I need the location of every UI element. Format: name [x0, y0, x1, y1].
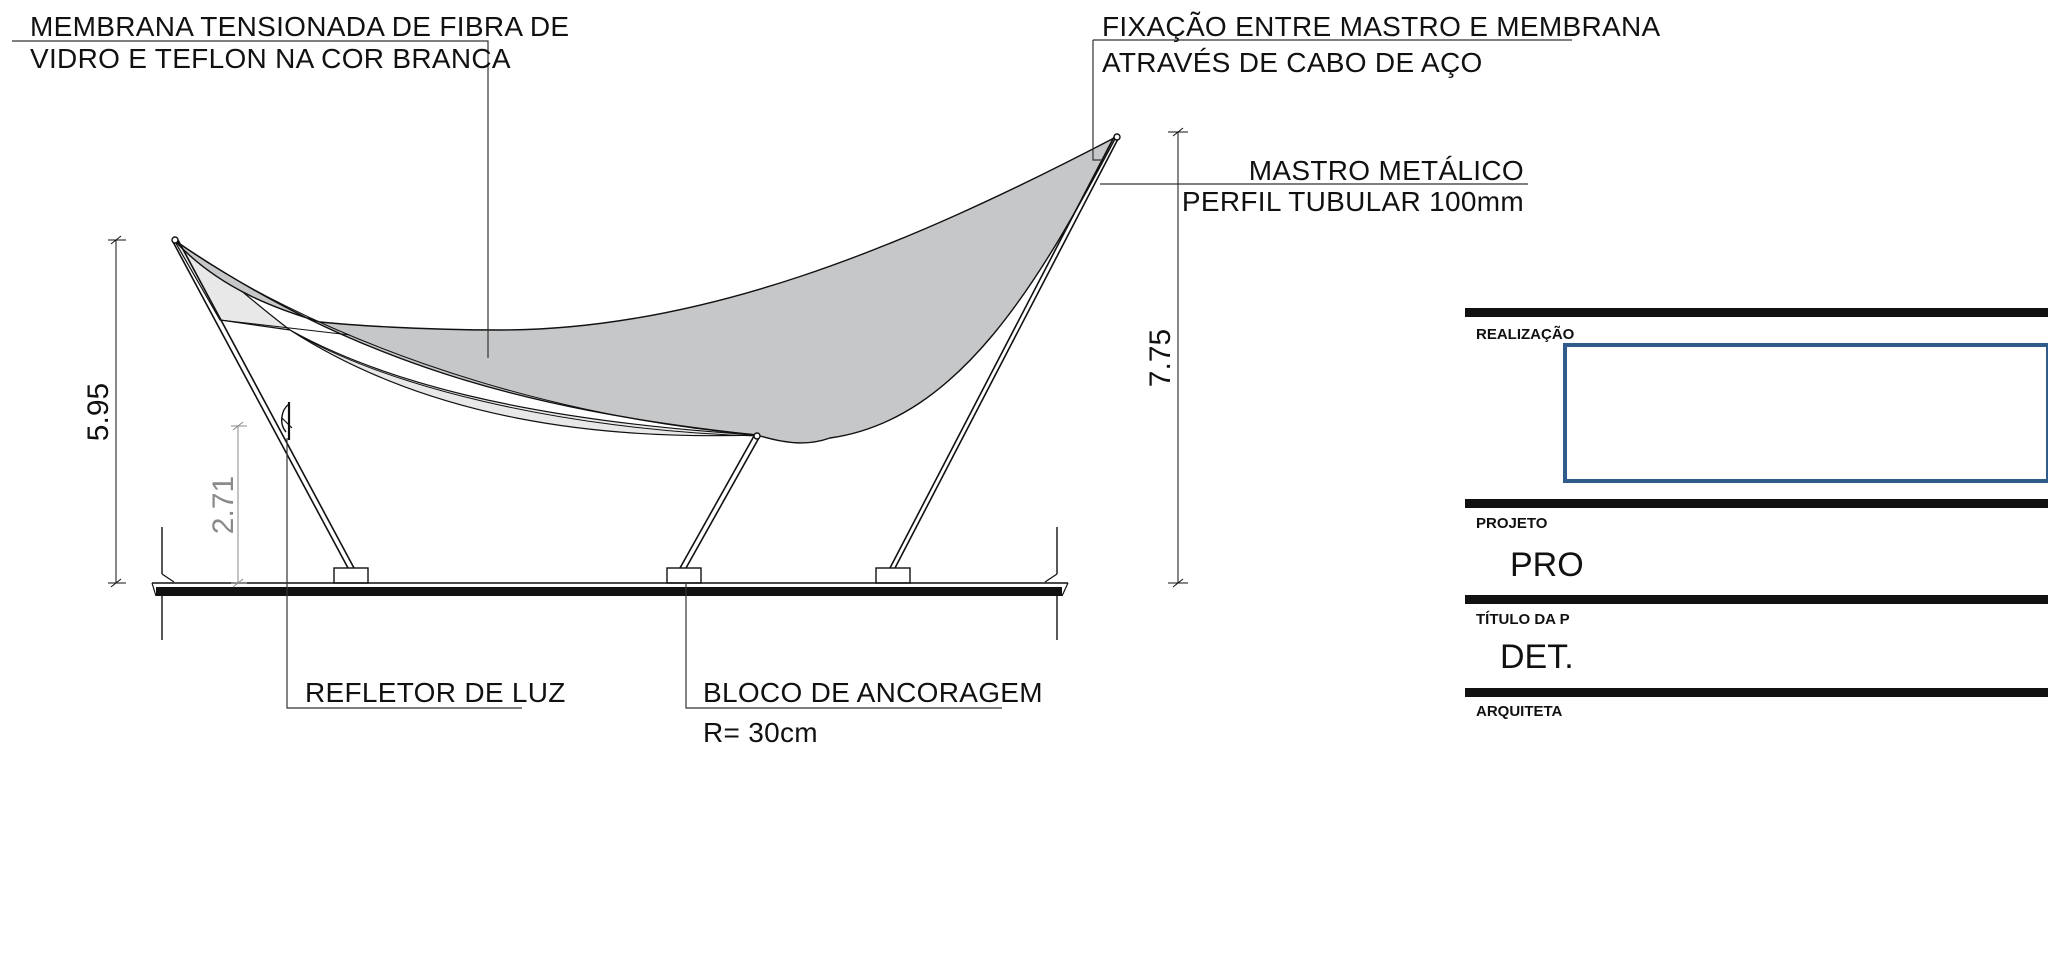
callout-membrane-line2: VIDRO E TEFLON NA COR BRANCA — [30, 43, 511, 74]
left-mast-b — [177, 239, 355, 569]
tb-projeto-label: PROJETO — [1476, 515, 1548, 532]
membrane-cable — [289, 329, 758, 437]
dimension-left-label: 5.95 — [82, 383, 115, 441]
reflector-light — [281, 402, 293, 440]
tb-projeto-value: PRO — [1510, 546, 1584, 584]
title-block: REALIZAÇÃO PROJETO PRO TÍTULO DA P DET. … — [1465, 308, 2048, 720]
membrane-edge-line — [219, 319, 351, 336]
membrane-lower-edge — [173, 239, 758, 436]
dimension-left — [108, 235, 126, 588]
callout-mast-line1: MASTRO METÁLICO — [1249, 155, 1524, 186]
anchor-block-right — [875, 567, 911, 584]
leader-reflector — [286, 438, 522, 709]
callout-mast-line2: PERFIL TUBULAR 100mm — [1182, 186, 1524, 217]
dimension-reflector-label: 2.71 — [207, 476, 240, 534]
middle-mast-top — [753, 432, 761, 440]
tb-arquiteta-label: ARQUITETA — [1476, 703, 1563, 720]
leader-anchor — [685, 583, 1002, 709]
anchor-blocks — [333, 567, 911, 584]
anchor-block-left — [333, 567, 369, 584]
anchor-block-middle — [666, 567, 702, 584]
left-mast-a — [171, 239, 349, 569]
ground-slab — [151, 527, 1069, 640]
tb-logo-accent — [1563, 343, 2048, 483]
middle-mast-b — [685, 435, 761, 569]
dimension-reflector — [231, 421, 247, 588]
tb-titulo-label: TÍTULO DA P — [1476, 611, 1570, 628]
callout-fixation-line2: ATRAVÉS DE CABO DE AÇO — [1102, 47, 1483, 78]
callout-membrane-line1: MEMBRANA TENSIONADA DE FIBRA DE — [30, 11, 569, 42]
leader-membrane — [12, 40, 489, 358]
masts — [171, 133, 1121, 569]
dimension-right-label: 7.75 — [1144, 329, 1177, 387]
callout-fixation-line1: FIXAÇÃO ENTRE MASTRO E MEMBRANA — [1102, 11, 1660, 42]
callout-anchor-line2: R= 30cm — [703, 717, 818, 748]
dimension-right — [1168, 127, 1188, 588]
membrane-main — [173, 135, 1118, 444]
right-mast-top — [1113, 133, 1121, 141]
membrane — [173, 135, 1118, 444]
leader-fixation — [1092, 40, 1102, 161]
tb-titulo-value: DET. — [1500, 638, 1574, 676]
left-mast-top — [171, 236, 179, 244]
tb-realizacao-label: REALIZAÇÃO — [1476, 325, 1575, 343]
right-mast-a — [889, 136, 1115, 569]
right-mast-b — [894, 136, 1120, 569]
callout-reflector: REFLETOR DE LUZ — [305, 677, 566, 708]
callout-anchor-line1: BLOCO DE ANCORAGEM — [703, 677, 1043, 708]
middle-mast-a — [679, 435, 755, 569]
